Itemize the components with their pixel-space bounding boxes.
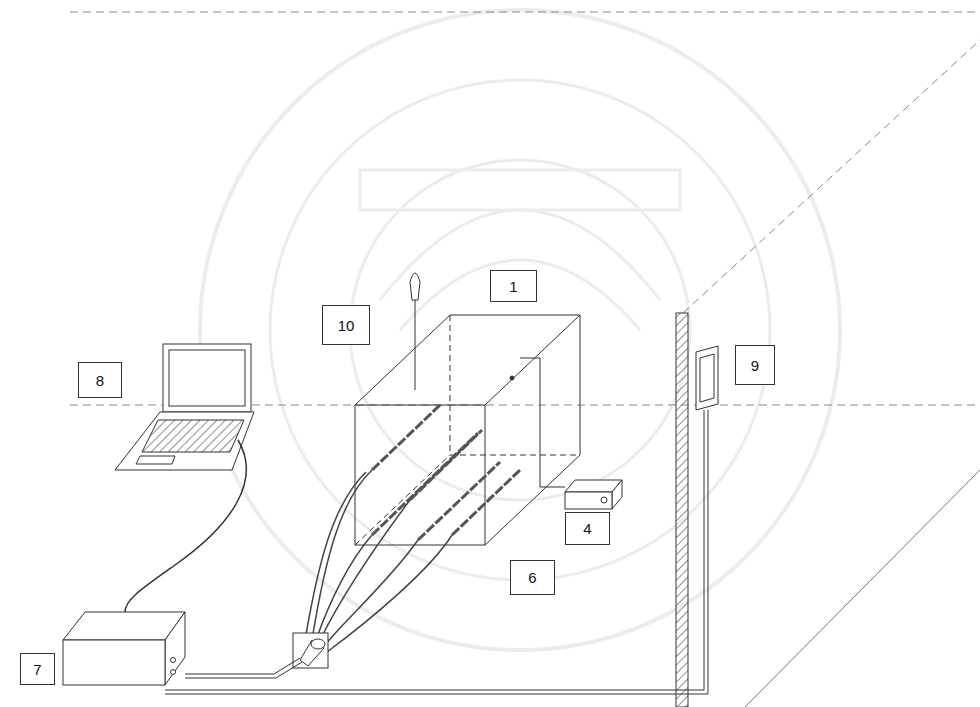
data-logger [63,612,185,685]
controller-wire [520,358,565,487]
callout-box: 9 [735,345,775,385]
callout-box: 6 [510,560,555,595]
watermark-seal [200,10,840,650]
callout-number: 9 [751,358,759,373]
callout-box: 10 [322,305,370,345]
sensor-cable [165,410,708,694]
temperature-controller [565,480,622,509]
callout-number: 6 [528,570,536,585]
callout-number: 4 [583,521,591,536]
callout-box: 7 [20,653,55,685]
callout-number: 7 [33,662,41,677]
callout-box: 4 [565,512,610,545]
laptop [115,344,254,470]
laptop-cable [125,440,246,612]
room-lines [70,12,980,707]
test-chamber [355,315,580,545]
callout-box: 1 [490,270,537,302]
signal-cable [185,658,302,678]
wall [676,313,688,707]
heater-rods [372,405,520,540]
wall-sensor [696,346,718,410]
callout-number: 8 [96,373,104,388]
thermometer [410,273,420,390]
callout-number: 1 [509,279,517,294]
rod-cables [305,470,452,652]
cable-gland [293,633,328,668]
callout-box: 8 [78,362,122,398]
callout-number: 10 [338,318,355,333]
